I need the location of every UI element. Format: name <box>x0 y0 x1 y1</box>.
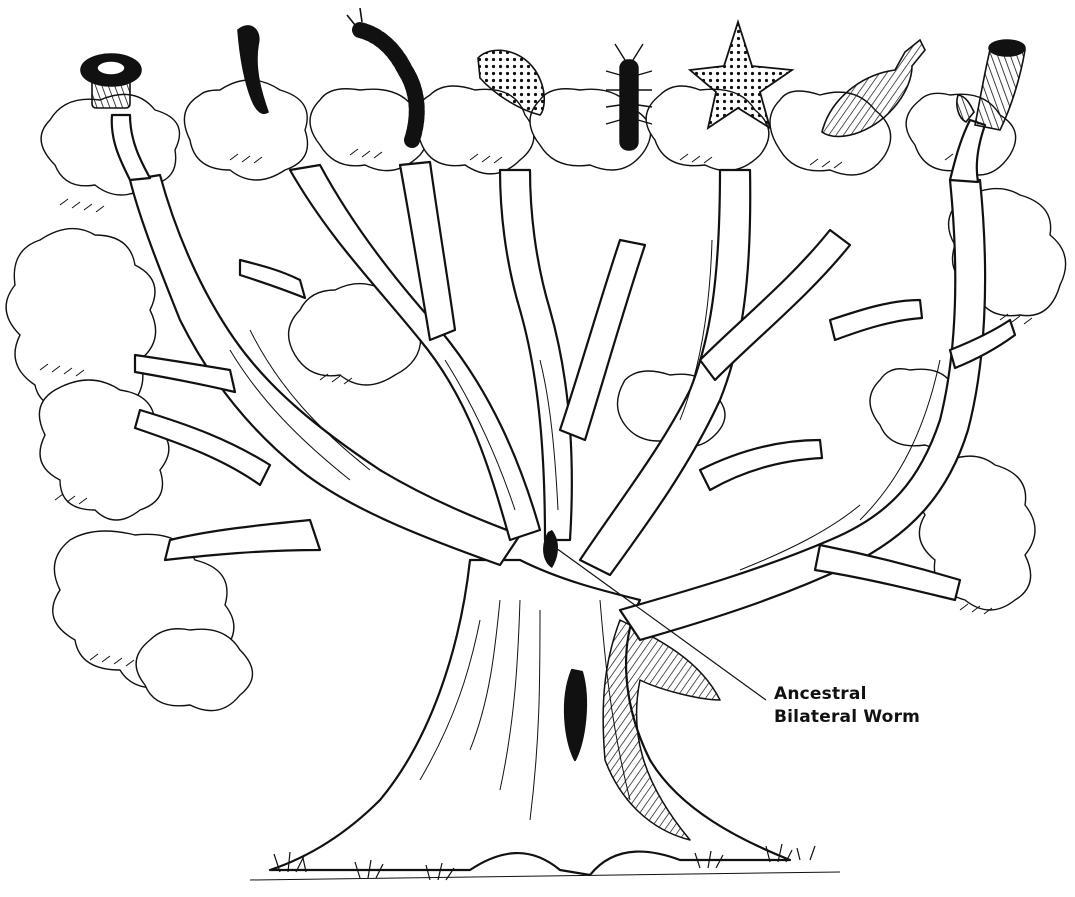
branch-right-upper <box>830 300 922 340</box>
branch-center-left-twig <box>240 260 305 298</box>
tunicate-icon <box>957 40 1025 130</box>
branch-left-lower <box>165 520 320 560</box>
branch-right-mid <box>700 440 822 490</box>
callout-line-1: Ancestral <box>774 683 920 706</box>
foliage-top-2 <box>184 80 307 180</box>
ancestral-bilateral-worm-label: Ancestral Bilateral Worm <box>774 683 920 729</box>
foliage-left-middle <box>39 380 169 520</box>
tree-trunk-and-branches <box>112 115 1015 875</box>
foliage-left-bottom <box>136 629 252 711</box>
callout-line-2: Bilateral Worm <box>774 706 920 729</box>
